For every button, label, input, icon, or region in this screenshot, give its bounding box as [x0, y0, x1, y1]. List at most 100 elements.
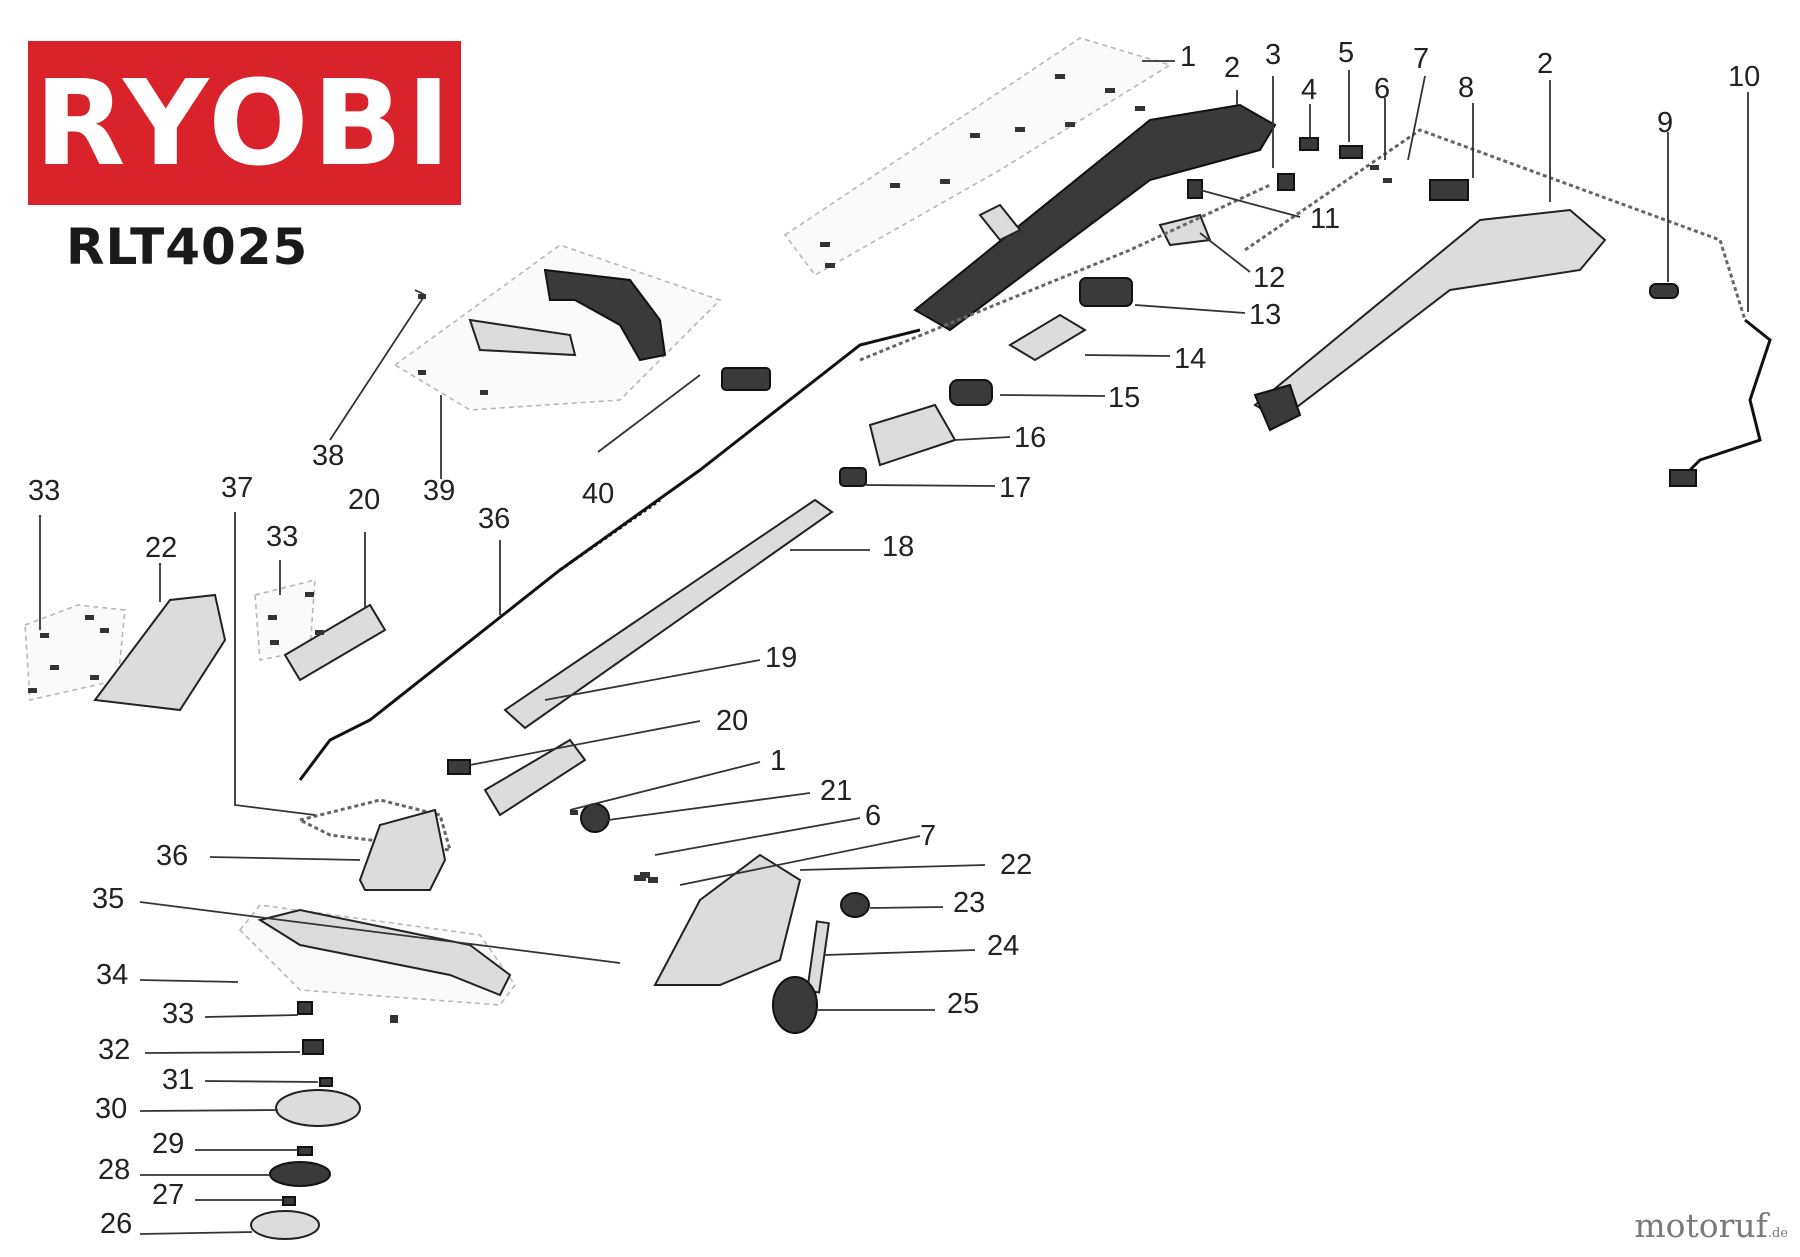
grip-ring-15: [949, 379, 993, 406]
callout-15: 15: [1108, 382, 1140, 414]
retainer-32: [302, 1039, 324, 1055]
handle-group-panel: [393, 244, 722, 411]
callout-labels: 1 2 3 4 5 6 7 8 2 10 9 11 12 13 14 15 16…: [28, 37, 1760, 1240]
callout-7-lower: 7: [920, 820, 936, 852]
right-handle-housing: [1253, 208, 1607, 422]
cover-20: [283, 603, 387, 682]
callout-17: 17: [999, 472, 1031, 504]
callout-4: 4: [1301, 74, 1317, 106]
trigger-12: [1158, 213, 1212, 247]
dashed-wiring: [1244, 128, 1747, 321]
callout-35: 35: [92, 883, 124, 915]
power-cord-10: [1678, 318, 1772, 482]
callout-21: 21: [820, 775, 852, 807]
callout-39: 39: [423, 475, 455, 507]
callout-23: 23: [953, 887, 985, 919]
callout-33-mid: 33: [266, 521, 298, 553]
callout-33-left: 33: [28, 475, 60, 507]
handle-bolt-40: [721, 367, 771, 391]
cap-23: [840, 892, 870, 918]
ryobi-logo: RYOBI: [28, 41, 461, 205]
callout-27: 27: [152, 1179, 184, 1211]
leader-lines: [39, 60, 1749, 1235]
switch-box-14: [1008, 313, 1087, 362]
callout-20: 20: [716, 705, 748, 737]
callout-5: 5: [1338, 37, 1354, 69]
bearing-21: [580, 803, 610, 833]
logo-text: RYOBI: [34, 54, 455, 192]
shaft-24: [806, 920, 830, 994]
motor-dashed-outline: [295, 798, 453, 852]
callout-25: 25: [947, 988, 979, 1020]
switch-part-5: [1339, 145, 1363, 159]
callout-3: 3: [1265, 39, 1281, 71]
head-housing-22: [653, 853, 802, 986]
eyelet-27: [282, 1196, 296, 1206]
watermark-main: motoruf: [1634, 1206, 1768, 1245]
dashed-wiring-2: [859, 183, 1271, 362]
callout-26: 26: [100, 1208, 132, 1240]
switch-part-8: [1429, 179, 1469, 201]
upper-handle-housing: [913, 103, 1277, 332]
connector: [447, 759, 471, 775]
screws: [28, 74, 1392, 1023]
screw-group-panel-1: [783, 37, 1172, 277]
switch-part-4: [1299, 137, 1319, 151]
callout-2-right: 2: [1537, 48, 1553, 80]
callout-8: 8: [1458, 72, 1474, 104]
right-handle-nose: [1253, 383, 1302, 432]
callout-20-left: 20: [348, 484, 380, 516]
model-number: RLT4025: [66, 218, 309, 276]
spring-25: [772, 976, 818, 1034]
callout-14: 14: [1174, 343, 1206, 375]
coupler-16: [868, 403, 957, 467]
callout-40: 40: [582, 478, 614, 510]
motor-housing-22: [93, 593, 227, 712]
callout-29: 29: [152, 1128, 184, 1160]
callout-28: 28: [98, 1154, 130, 1186]
callout-22: 22: [1000, 849, 1032, 881]
callout-33-lower: 33: [162, 998, 194, 1030]
guard-35: [257, 908, 512, 997]
callout-11: 11: [1310, 203, 1340, 235]
callout-38: 38: [312, 440, 344, 472]
handle-grip: [468, 318, 577, 357]
watermark: motoruf.de: [1634, 1206, 1788, 1245]
plug: [1669, 469, 1697, 487]
bump-knob-26: [250, 1210, 320, 1240]
callout-19: 19: [765, 642, 797, 674]
callout-36-motor: 36: [156, 840, 188, 872]
callout-10: 10: [1728, 61, 1760, 93]
shaft-tube-18: [503, 498, 834, 730]
callout-2: 2: [1224, 52, 1240, 84]
motor-cover-20: [483, 738, 587, 817]
callout-22-left: 22: [145, 532, 177, 564]
callout-12: 12: [1253, 262, 1285, 294]
collar-17: [839, 467, 867, 487]
watermark-suffix: .de: [1767, 1226, 1788, 1241]
callout-36-cable: 36: [478, 503, 510, 535]
callout-1-lower: 1: [770, 745, 786, 777]
upper-handle-grip: [978, 203, 1022, 242]
callout-37: 37: [221, 472, 253, 504]
callout-13: 13: [1249, 299, 1281, 331]
callout-18: 18: [882, 531, 914, 563]
spool-28: [269, 1161, 331, 1187]
cable-spring: [559, 498, 661, 572]
callout-32: 32: [98, 1034, 130, 1066]
callout-31: 31: [162, 1064, 194, 1096]
callout-6-lower: 6: [865, 800, 881, 832]
callout-16: 16: [1014, 422, 1046, 454]
auxiliary-handle: [543, 268, 667, 362]
motor-36: [358, 808, 447, 891]
callout-30: 30: [95, 1093, 127, 1125]
switch-part-3: [1277, 173, 1295, 191]
blade-33: [297, 1001, 313, 1015]
callout-34: 34: [96, 959, 128, 991]
spring-29: [297, 1146, 313, 1156]
callout-1: 1: [1180, 41, 1196, 73]
grip-13: [1079, 277, 1133, 307]
spring-part-11: [1187, 179, 1203, 199]
callout-24: 24: [987, 930, 1019, 962]
